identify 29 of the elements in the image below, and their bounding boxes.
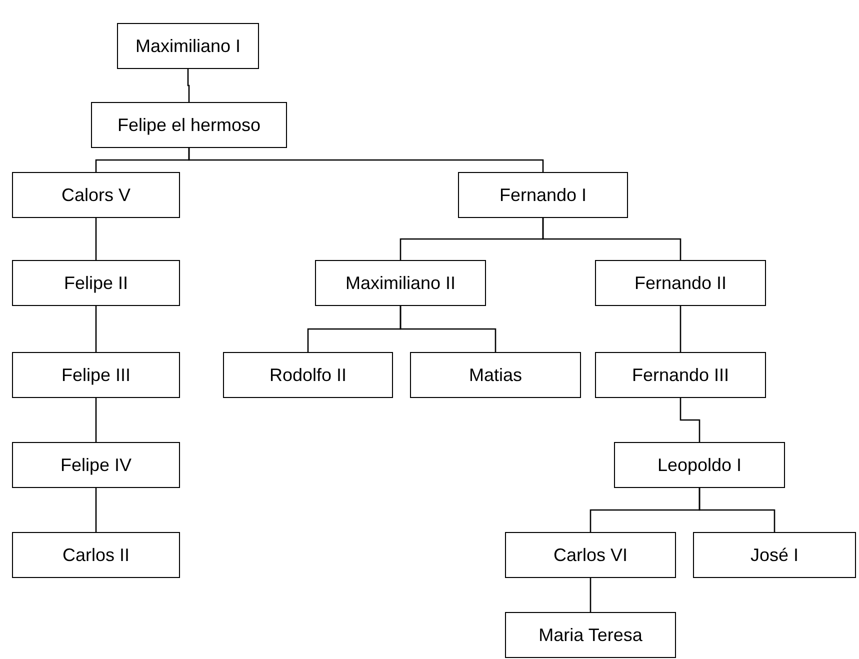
name-box: Fernando I bbox=[458, 172, 628, 218]
connector-line bbox=[187, 69, 190, 102]
connector-line bbox=[95, 218, 97, 260]
name-box: Felipe IV bbox=[12, 442, 180, 488]
connector-line bbox=[542, 218, 682, 260]
name-box: Carlos II bbox=[12, 532, 180, 578]
name-box: Felipe III bbox=[12, 352, 180, 398]
name-box: Maximiliano I bbox=[117, 23, 259, 69]
connector-line bbox=[680, 306, 682, 352]
connector-line bbox=[95, 306, 97, 352]
connector-line bbox=[400, 306, 496, 352]
name-box: Fernando II bbox=[595, 260, 766, 306]
name-box: Maximiliano II bbox=[315, 260, 486, 306]
name-box: Rodolfo II bbox=[223, 352, 393, 398]
connector-line bbox=[95, 488, 97, 532]
name-box: Matias bbox=[410, 352, 581, 398]
name-box: Leopoldo I bbox=[614, 442, 785, 488]
name-box: Maria Teresa bbox=[505, 612, 676, 658]
name-box: Carlos VI bbox=[505, 532, 676, 578]
name-box: Felipe II bbox=[12, 260, 180, 306]
connector-line bbox=[590, 578, 592, 612]
name-box: Calors V bbox=[12, 172, 180, 218]
connector-line bbox=[698, 488, 776, 532]
name-box: Felipe el hermoso bbox=[91, 102, 287, 148]
connector-line bbox=[680, 398, 700, 442]
name-box: José I bbox=[693, 532, 856, 578]
connector-line bbox=[95, 398, 97, 442]
connector-line bbox=[188, 148, 544, 172]
name-box: Fernando III bbox=[595, 352, 766, 398]
